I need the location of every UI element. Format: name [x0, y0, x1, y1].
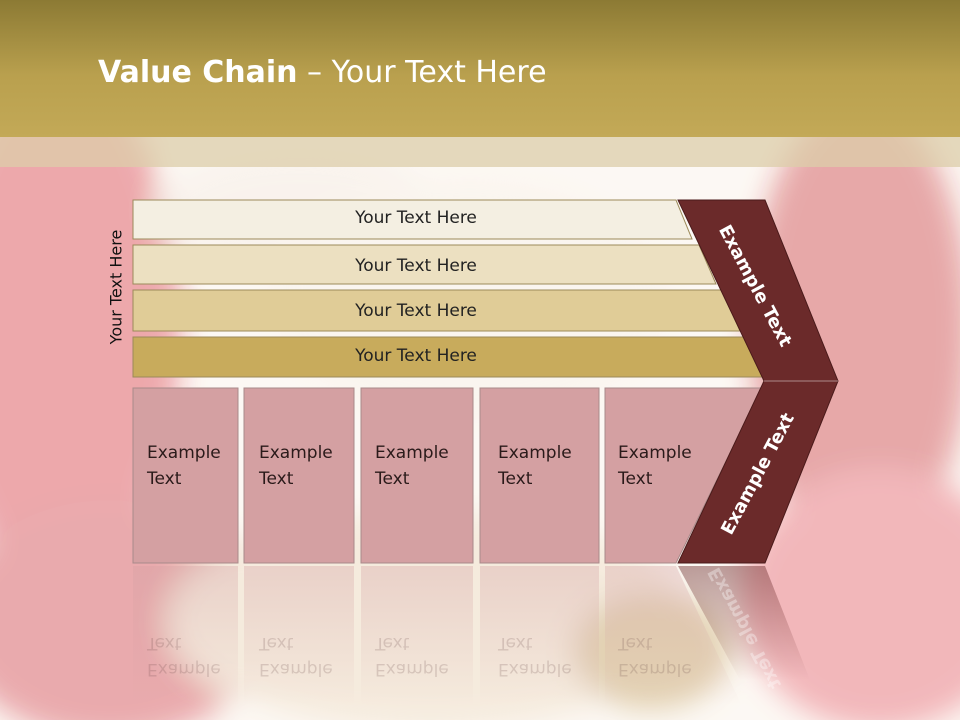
column-label-4-line2: Text: [498, 469, 533, 489]
column-reflection-4: [480, 566, 599, 706]
row-label-2: Your Text Here: [355, 256, 477, 276]
column-label-reflection-4: Example Text: [498, 630, 572, 682]
column-label-reflection-4-line2: Text: [498, 633, 533, 653]
column-reflection-1: [133, 566, 238, 706]
column-label-reflection-5-line1: Example: [618, 659, 692, 679]
row-label-3: Your Text Here: [355, 301, 477, 321]
column-reflection-3: [361, 566, 473, 706]
column-label-reflection-5: Example Text: [618, 630, 692, 682]
column-box-5: [604, 387, 763, 564]
column-reflection-5: [605, 566, 742, 706]
column-label-reflection-2: Example Text: [259, 630, 333, 682]
column-label-reflection-1-line2: Text: [147, 633, 182, 653]
column-label-reflection-3: Example Text: [375, 630, 449, 682]
chevron-reflection: [678, 566, 810, 680]
header-subband: [0, 137, 960, 167]
column-label-reflection-3-line2: Text: [375, 633, 410, 653]
column-label-reflection-4-line1: Example: [498, 659, 572, 679]
column-label-1-line1: Example: [147, 443, 221, 463]
header-band: [0, 0, 960, 137]
column-label-5-line2: Text: [618, 469, 653, 489]
column-label-2-line1: Example: [259, 443, 333, 463]
column-label-2-line2: Text: [259, 469, 294, 489]
column-label-reflection-2-line2: Text: [259, 633, 294, 653]
column-label-1-line2: Text: [147, 469, 182, 489]
column-reflection-2: [244, 566, 354, 706]
column-label-3-line2: Text: [375, 469, 410, 489]
column-box-4: [479, 387, 600, 564]
row-label-4: Your Text Here: [355, 346, 477, 366]
column-label-reflection-2-line1: Example: [259, 659, 333, 679]
column-label-reflection-1-line1: Example: [147, 659, 221, 679]
row-shape-2: [132, 244, 717, 285]
title-bold: Value Chain: [98, 55, 298, 90]
column-box-1: [132, 387, 239, 564]
column-box-3: [360, 387, 474, 564]
row-shape-1: [132, 199, 693, 240]
column-label-reflection-1: Example Text: [147, 630, 221, 682]
title-rest: – Your Text Here: [297, 55, 547, 90]
column-label-5-line1: Example: [618, 443, 692, 463]
slide-title: Value Chain – Your Text Here: [98, 55, 547, 90]
column-label-4-line1: Example: [498, 443, 572, 463]
row-label-1: Your Text Here: [355, 208, 477, 228]
column-label-reflection-5-line2: Text: [618, 633, 653, 653]
column-label-reflection-3-line1: Example: [375, 659, 449, 679]
column-label-3-line1: Example: [375, 443, 449, 463]
column-box-2: [243, 387, 355, 564]
